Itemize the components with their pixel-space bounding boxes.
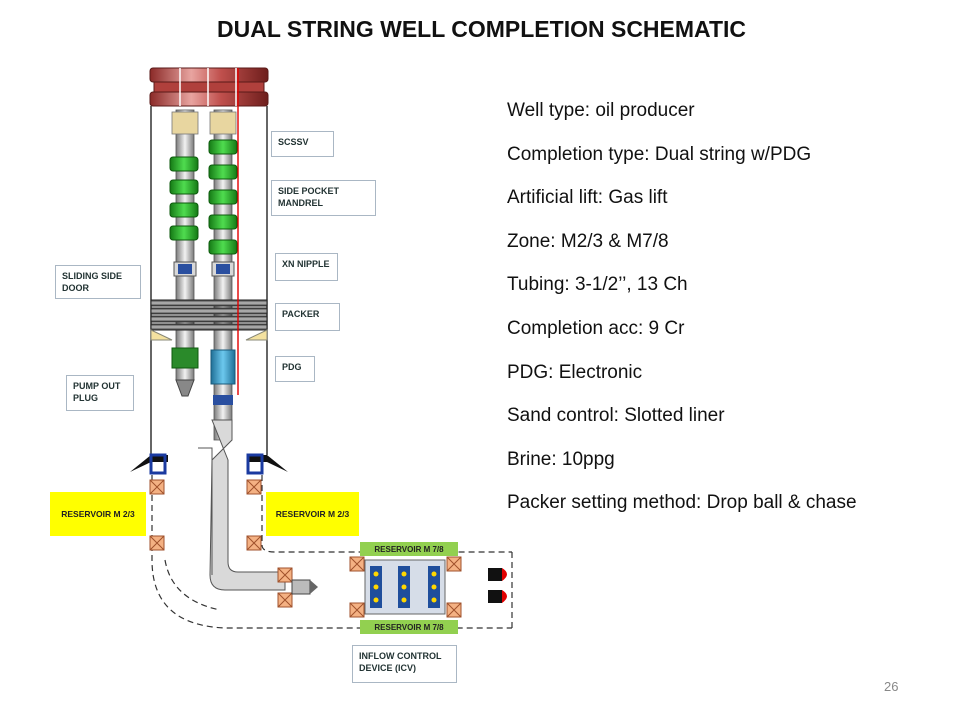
pump-out-plug-text-1: PUMP OUT (73, 381, 121, 391)
xn-nipple-label: XN NIPPLE (275, 253, 338, 281)
diagram-title: DUAL STRING WELL COMPLETION SCHEMATIC (217, 16, 746, 42)
side-pocket-mandrel-label: SIDE POCKET MANDREL (271, 180, 376, 216)
spec-sand-control: Sand control: Slotted liner (507, 405, 725, 427)
spec-brine: Brine: 10ppg (507, 448, 615, 470)
casing (150, 106, 268, 455)
wellhead (149, 67, 269, 107)
spec-packer-setting: Packer setting method: Drop ball & chase (507, 492, 857, 514)
spec-pdg: PDG: Electronic (507, 361, 643, 383)
sliding-side-door-text-2: DOOR (62, 283, 89, 293)
pdg-gauge (210, 349, 236, 385)
packer-text: PACKER (282, 309, 320, 319)
lateral-tool (291, 579, 318, 595)
end-plugs (488, 568, 507, 603)
spec-artificial-lift: Artificial lift: Gas lift (507, 187, 668, 209)
well-specs-list: Well type: oil producer Completion type:… (507, 96, 857, 532)
sliding-side-door-label: SLIDING SIDE DOOR (55, 265, 141, 299)
side-pocket-mandrel-text-2: MANDREL (278, 198, 323, 208)
short-string (169, 109, 199, 397)
pdg-label: PDG (275, 356, 315, 382)
xn-nipple-text: XN NIPPLE (282, 259, 330, 269)
packer (150, 299, 268, 341)
packer-label: PACKER (275, 303, 340, 331)
page-number: 26 (884, 679, 899, 694)
pdg-text: PDG (282, 362, 302, 372)
reservoir-m78-top: RESERVOIR M 7/8 (360, 542, 458, 556)
icv-assembly (364, 559, 446, 615)
pump-out-plug-label: PUMP OUT PLUG (66, 375, 134, 411)
reservoir-m23-left: RESERVOIR M 2/3 (50, 492, 146, 536)
long-string (208, 109, 238, 441)
spec-well-type: Well type: oil producer (507, 100, 695, 121)
pump-out-plug-text-2: PLUG (73, 393, 99, 403)
scssv-text: SCSSV (278, 137, 309, 147)
sliding-side-door-text-1: SLIDING SIDE (62, 271, 123, 281)
swell-packers (149, 479, 462, 618)
reservoir-m23-right: RESERVOIR M 2/3 (266, 492, 359, 536)
icv-text-1: INFLOW CONTROL (359, 651, 442, 661)
side-pocket-mandrel-right (208, 139, 238, 255)
side-pocket-mandrel-left (169, 156, 199, 241)
open-hole (151, 475, 513, 629)
spec-completion-acc: Completion acc: 9 Cr (507, 317, 685, 339)
reservoir-m78-bottom: RESERVOIR M 7/8 (360, 620, 458, 634)
casing-shoe (130, 453, 288, 475)
spec-zone: Zone: M2/3 & M7/8 (507, 230, 669, 252)
side-pocket-mandrel-text-1: SIDE POCKET (278, 186, 340, 196)
spec-completion-type: Completion type: Dual string w/PDG (507, 143, 812, 165)
icv-text-2: DEVICE (ICV) (359, 663, 417, 673)
scssv-label: SCSSV (271, 131, 334, 157)
spec-tubing: Tubing: 3-1/2’’, 13 Ch (507, 274, 688, 296)
icv-label: INFLOW CONTROL DEVICE (ICV) (352, 645, 457, 683)
